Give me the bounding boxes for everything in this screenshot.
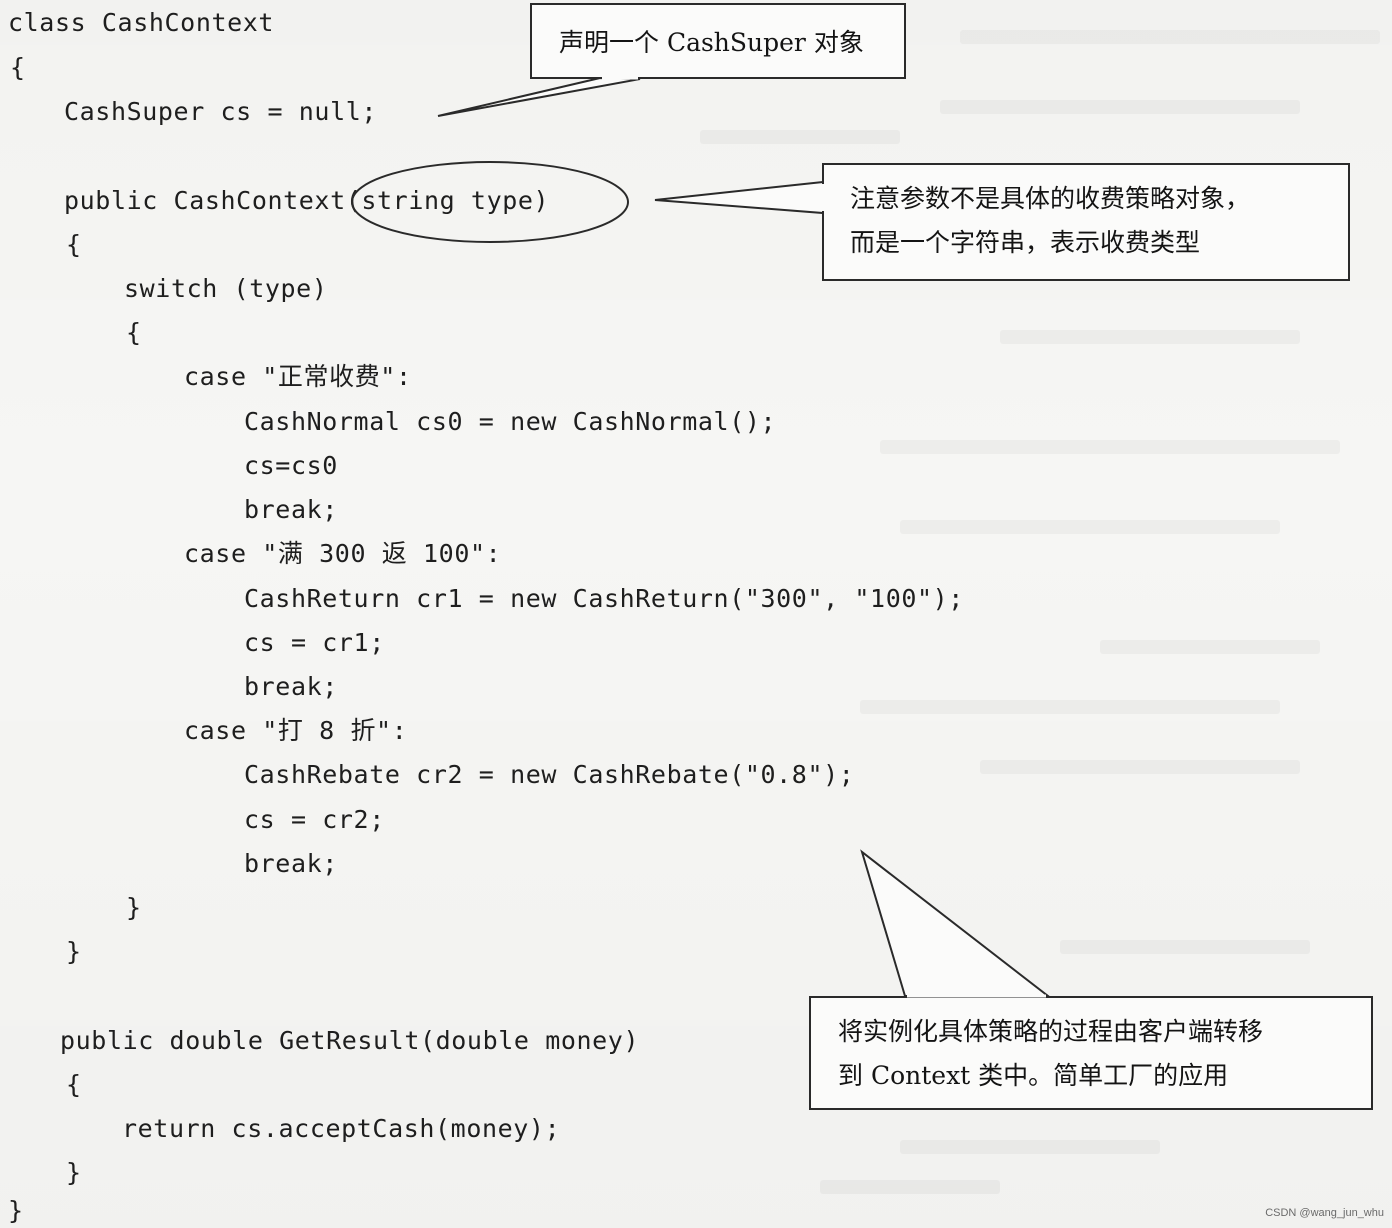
code-line: break; bbox=[244, 672, 338, 701]
code-line: { bbox=[66, 230, 82, 259]
code-line: { bbox=[10, 53, 26, 82]
code-line: { bbox=[66, 1070, 82, 1099]
callout-text: 将实例化具体策略的过程由客户端转移 bbox=[838, 1017, 1264, 1046]
callout-text: 注意参数不是具体的收费策略对象， bbox=[850, 184, 1251, 213]
callout-parameter-note: 注意参数不是具体的收费策略对象， 而是一个字符串，表示收费类型 bbox=[822, 163, 1350, 281]
code-line: class CashContext bbox=[8, 8, 275, 37]
code-line: } bbox=[126, 893, 142, 922]
code-line: public CashContext(string type) bbox=[64, 186, 550, 215]
code-line: CashReturn cr1 = new CashReturn("300", "… bbox=[244, 584, 964, 613]
code-line: case "满 300 返 100": bbox=[184, 539, 502, 568]
callout-text: 声明一个 CashSuper 对象 bbox=[559, 28, 864, 57]
code-line: } bbox=[66, 937, 82, 966]
callout-text: 而是一个字符串，表示收费类型 bbox=[850, 228, 1201, 257]
code-line: } bbox=[66, 1158, 82, 1187]
code-line: case "正常收费": bbox=[184, 362, 412, 391]
watermark: CSDN @wang_jun_whu bbox=[1265, 1207, 1384, 1219]
code-line: cs = cr1; bbox=[244, 628, 385, 657]
code-line: public double GetResult(double money) bbox=[60, 1026, 640, 1055]
callout-pointer bbox=[860, 849, 1051, 997]
code-line: CashRebate cr2 = new CashRebate("0.8"); bbox=[244, 760, 855, 789]
code-line: CashNormal cs0 = new CashNormal(); bbox=[244, 407, 777, 436]
code-line: switch (type) bbox=[124, 274, 328, 303]
code-line: return cs.acceptCash(money); bbox=[122, 1114, 561, 1143]
code-line: case "打 8 折": bbox=[184, 716, 408, 745]
code-line: break; bbox=[244, 495, 338, 524]
code-line: cs = cr2; bbox=[244, 805, 385, 834]
callout-simple-factory-note: 将实例化具体策略的过程由客户端转移 到 Context 类中。简单工厂的应用 bbox=[809, 996, 1373, 1110]
callout-text: 到 Context 类中。简单工厂的应用 bbox=[838, 1061, 1229, 1090]
code-line: { bbox=[126, 318, 142, 347]
code-line: } bbox=[8, 1196, 24, 1225]
code-line: break; bbox=[244, 849, 338, 878]
callout-pointer bbox=[437, 76, 641, 117]
code-line: cs=cs0 bbox=[244, 451, 338, 480]
callout-pointer bbox=[654, 180, 824, 215]
callout-declare-cashsuper: 声明一个 CashSuper 对象 bbox=[530, 3, 906, 79]
code-line: CashSuper cs = null; bbox=[64, 97, 378, 126]
